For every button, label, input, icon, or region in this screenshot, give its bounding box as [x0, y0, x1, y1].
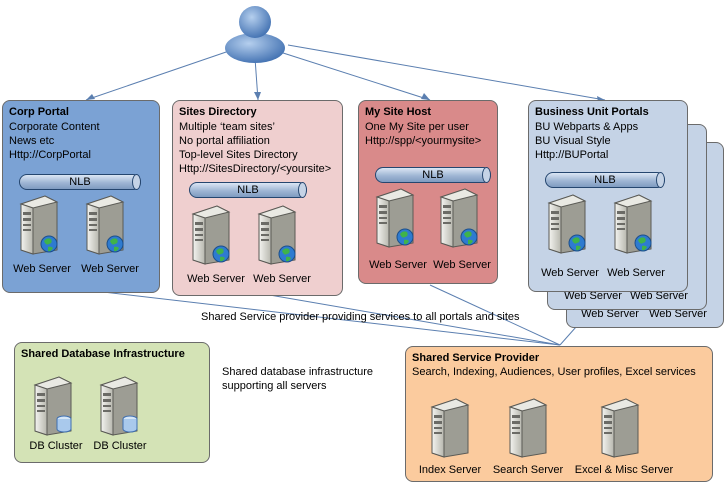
my-site-host-title: My Site Host	[365, 106, 432, 118]
connector-user-bu-portals	[287, 44, 606, 101]
arrowhead	[254, 92, 261, 100]
bu-portals-line: BU Visual Style	[535, 135, 611, 147]
corp-portal-box: Corp Portal Corporate Content News etc H…	[2, 100, 160, 293]
sites-directory-line: No portal affiliation	[179, 135, 270, 147]
bu-portals-line: Http://BUPortal	[535, 149, 609, 161]
web-server-icon	[609, 193, 657, 255]
sites-directory-line: Top-level Sites Directory	[179, 149, 298, 161]
web-server-label: Web Server	[253, 273, 311, 285]
web-server-label: Web Server	[564, 290, 622, 302]
sites-directory-line: Http://SitesDirectory/<yoursite>	[179, 163, 332, 175]
web-server-icon	[371, 187, 419, 249]
arrowhead	[421, 93, 430, 100]
db-cluster-label: DB Cluster	[29, 440, 83, 452]
my-site-host-line: Http://spp/<yourmysite>	[365, 135, 482, 147]
server-label: Index Server	[418, 464, 482, 476]
shared-db-title: Shared Database Infrastructure	[21, 348, 185, 360]
connector-ssp-sites-directory	[257, 292, 561, 346]
bu-portals-box: Business Unit Portals BU Webparts & Apps…	[528, 100, 688, 292]
corp-portal-line: News etc	[9, 135, 55, 147]
web-server-label: Web Server	[187, 273, 245, 285]
web-server-label: Web Server	[607, 267, 665, 279]
web-server-label: Web Server	[81, 263, 139, 275]
corp-portal-title: Corp Portal	[9, 106, 69, 118]
shared-db-box: Shared Database Infrastructure DB Cluste…	[14, 342, 210, 463]
connector-user-corp-portal	[85, 49, 233, 101]
shared-db-caption-line: supporting all servers	[222, 380, 327, 392]
sites-directory-title: Sites Directory	[179, 106, 257, 118]
index-server-icon	[426, 397, 474, 459]
nlb-bar: NLB	[19, 174, 141, 190]
db-server-icon	[29, 375, 77, 437]
arrowhead	[86, 94, 95, 100]
corp-portal-line: Corporate Content	[9, 121, 100, 133]
connector-ssp-corp-portal	[85, 289, 561, 346]
connector-ssp-my-site-host	[429, 284, 561, 346]
web-server-icon	[435, 187, 483, 249]
bu-portals-line: BU Webparts & Apps	[535, 121, 639, 133]
web-server-label: Web Server	[649, 308, 707, 320]
nlb-bar: NLB	[189, 182, 307, 198]
web-server-label: Web Server	[433, 259, 491, 271]
web-server-icon	[187, 204, 235, 266]
web-server-icon	[543, 193, 591, 255]
my-site-host-line: One My Site per user	[365, 121, 469, 133]
connector-user-my-site-host	[279, 51, 431, 101]
server-label: Excel & Misc Server	[574, 464, 674, 476]
ssp-title: Shared Service Provider	[412, 352, 540, 364]
web-server-label: Web Server	[369, 259, 427, 271]
search-server-icon	[504, 397, 552, 459]
ssp-box: Shared Service Provider Search, Indexing…	[405, 346, 713, 482]
web-server-label: Web Server	[541, 267, 599, 279]
web-server-label: Web Server	[13, 263, 71, 275]
server-label: Search Server	[492, 464, 564, 476]
user-icon	[225, 6, 285, 63]
shared-service-caption: Shared Service provider providing servic…	[201, 311, 520, 323]
db-cluster-label: DB Cluster	[93, 440, 147, 452]
web-server-icon	[81, 194, 129, 256]
shared-db-caption-line: Shared database infrastructure	[222, 366, 374, 378]
ssp-services-line: Search, Indexing, Audiences, User profil…	[412, 366, 696, 378]
corp-portal-line: Http://CorpPortal	[9, 149, 91, 161]
sites-directory-line: Multiple ‘team sites’	[179, 121, 275, 133]
nlb-bar: NLB	[375, 167, 491, 183]
web-server-icon	[15, 194, 63, 256]
nlb-bar: NLB	[545, 172, 665, 188]
my-site-host-box: My Site Host One My Site per user Http:/…	[358, 100, 498, 284]
web-server-label: Web Server	[581, 308, 639, 320]
web-server-label: Web Server	[630, 290, 688, 302]
sites-directory-box: Sites Directory Multiple ‘team sites’ No…	[172, 100, 343, 296]
bu-portals-title: Business Unit Portals	[535, 106, 649, 118]
db-server-icon	[95, 375, 143, 437]
excel-server-icon	[596, 397, 644, 459]
web-server-icon	[253, 204, 301, 266]
